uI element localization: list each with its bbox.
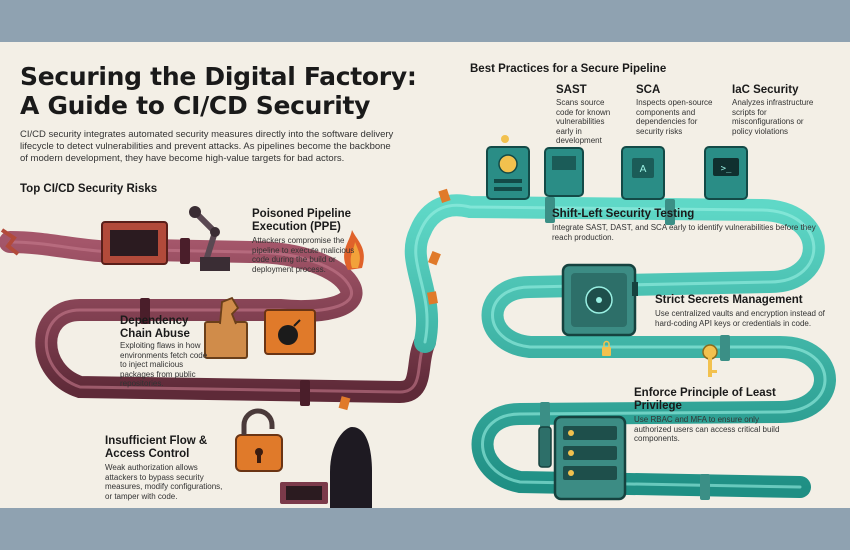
pipeline-illustration: A >_: [0, 135, 836, 508]
sast-station-icon: [486, 135, 530, 200]
practice-sca-desc: Inspects open-source components and depe…: [636, 98, 713, 136]
practice-shift-left-desc: Integrate SAST, DAST, and SCA early to i…: [552, 223, 816, 242]
infographic-canvas: A >_: [0, 42, 850, 508]
padlock-small-icon: [602, 340, 611, 356]
risk-pipe-joints: [140, 238, 310, 406]
flame-icon: [344, 230, 364, 270]
risk-ppe-desc: Attackers compromise the pipeline to exe…: [252, 236, 355, 274]
broken-padlock-icon: [235, 408, 283, 472]
title-line-2: A Guide to CI/CD Security: [20, 91, 371, 120]
falling-documents: [338, 188, 451, 411]
practice-sast-desc: Scans source code for known vulnerabilit…: [556, 98, 611, 145]
risk-dependency-title: Dependency Chain Abuse: [120, 315, 190, 340]
robotic-arm-icon: [101, 206, 230, 271]
risks-heading: Top CI/CD Security Risks: [20, 183, 158, 195]
practice-secrets-desc: Use centralized vaults and encryption in…: [655, 309, 825, 328]
iac-station-icon: >_: [704, 146, 748, 200]
sca-station-icon: A: [621, 146, 665, 200]
practice-sca-title: SCA: [636, 84, 661, 96]
practice-iac-title: IaC Security: [732, 84, 799, 96]
risk-dependency-desc: Exploiting flaws in how environments fet…: [120, 341, 208, 388]
vault-icon: [561, 263, 638, 337]
svg-text:A: A: [640, 164, 647, 175]
risk-access-desc: Weak authorization allows attackers to b…: [105, 463, 223, 501]
risk-access-title: Insufficient Flow & Access Control: [105, 435, 208, 460]
intro-paragraph: CI/CD security integrates automated secu…: [20, 129, 394, 164]
practice-least-privilege-title: Enforce Principle of Least Privilege: [634, 387, 776, 412]
title-line-1: Securing the Digital Factory:: [20, 62, 417, 91]
practices-heading: Best Practices for a Secure Pipeline: [470, 63, 667, 75]
server-rack-icon: [538, 415, 627, 501]
risk-ppe-title: Poisoned Pipeline Execution (PPE): [252, 208, 352, 233]
transition-pipeline: [404, 194, 836, 498]
hooded-hacker-icon: [280, 427, 372, 508]
practice-least-privilege-desc: Use RBAC and MFA to ensure only authoriz…: [634, 415, 780, 443]
practice-iac-desc: Analyzes infrastructure scripts for misc…: [732, 98, 814, 136]
bomb-box-icon: [264, 309, 316, 355]
svg-text:>_: >_: [721, 164, 732, 174]
page-title: Securing the Digital Factory: A Guide to…: [20, 62, 440, 120]
broken-pipe-end-icon: [0, 228, 20, 256]
pipe-joints: [540, 197, 730, 500]
practice-secrets-title: Strict Secrets Management: [655, 294, 803, 306]
key-icon: [702, 344, 718, 377]
practice-sast-title: SAST: [556, 84, 587, 96]
practice-shift-left-title: Shift-Left Security Testing: [552, 208, 695, 220]
trojan-horse-icon: [204, 296, 248, 359]
scanner-station-icon: [544, 147, 584, 197]
